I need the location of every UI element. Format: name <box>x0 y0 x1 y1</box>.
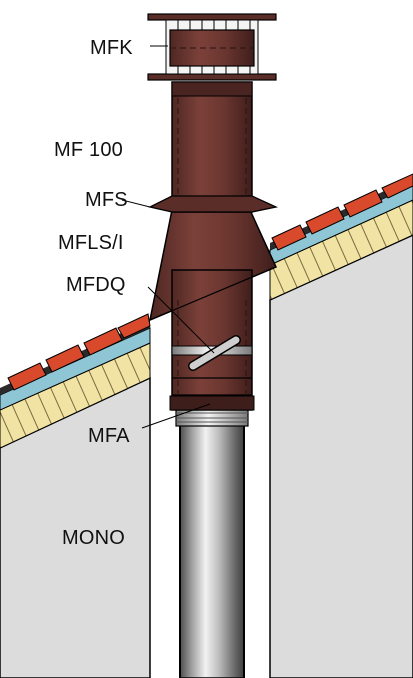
mfs-storm-collar <box>148 195 279 213</box>
roof-slope-line <box>149 266 277 321</box>
mf100-pipe <box>171 81 253 213</box>
leader-mfa <box>141 403 211 429</box>
mono-pipe <box>179 414 245 678</box>
roof-left <box>0 313 151 449</box>
attic-wall-right <box>269 234 413 678</box>
mfa-adapter <box>175 407 249 427</box>
label-mf100: MF 100 <box>54 139 123 161</box>
label-mfs: MFS <box>85 189 128 211</box>
label-mono: MONO <box>62 527 125 549</box>
label-mfk: MFK <box>90 37 133 59</box>
leader-mfs <box>121 199 151 208</box>
label-mflsi: MFLS/I <box>58 232 124 254</box>
lower-brown-pipe <box>169 269 255 411</box>
label-mfdq: MFDQ <box>66 274 126 296</box>
mfk-cap <box>147 13 277 81</box>
leader-mfdq <box>147 286 215 354</box>
label-mfa: MFA <box>88 425 130 447</box>
